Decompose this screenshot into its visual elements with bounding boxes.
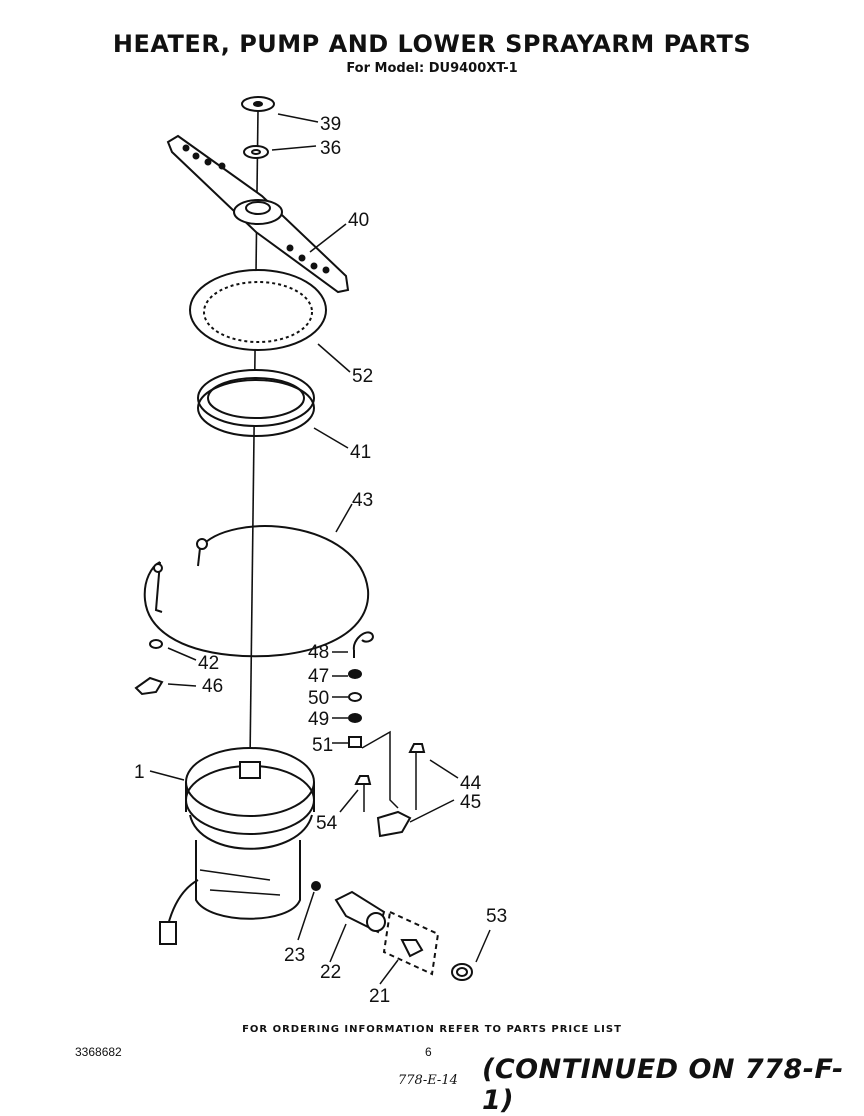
doc-number: 3368682 <box>75 1045 122 1059</box>
leader-lines <box>149 113 491 985</box>
callout-46: 46 <box>202 676 223 697</box>
handwritten-ref: 778-E-14 <box>398 1073 458 1088</box>
callout-40: 40 <box>348 210 369 231</box>
callout-42: 42 <box>198 653 219 674</box>
page-number: 6 <box>425 1045 432 1059</box>
callout-1: 1 <box>134 762 145 783</box>
part-43-wire[interactable] <box>143 525 370 658</box>
callout-54: 54 <box>316 813 338 834</box>
part-41-seal[interactable] <box>197 369 315 437</box>
part-49-washer[interactable] <box>348 713 362 723</box>
callout-50: 50 <box>308 688 329 709</box>
callout-49: 49 <box>308 709 329 730</box>
part-42-grommet[interactable] <box>149 639 163 649</box>
part-50-washer[interactable] <box>348 692 362 702</box>
callout-53: 53 <box>486 906 507 927</box>
page-title: HEATER, PUMP AND LOWER SPRAYARM PARTS <box>112 30 752 58</box>
callout-23: 23 <box>284 945 305 966</box>
part-47-washer[interactable] <box>348 669 362 679</box>
callout-43: 43 <box>352 490 373 511</box>
connector-line-51 <box>361 730 399 809</box>
part-39-cap[interactable] <box>241 96 275 112</box>
part-52-ring[interactable] <box>189 269 327 351</box>
callout-39: 39 <box>320 114 341 135</box>
part-40-sprayarm[interactable] <box>166 134 350 294</box>
model-subtitle: For Model: DU9400XT-1 <box>346 61 518 76</box>
callout-41: 41 <box>350 442 371 463</box>
part-22-heater-element[interactable] <box>334 890 386 934</box>
callout-52: 52 <box>352 366 373 387</box>
part-48-hook[interactable] <box>352 631 374 658</box>
ordering-note: FOR ORDERING INFORMATION REFER TO PARTS … <box>242 1024 622 1035</box>
part-46-clip[interactable] <box>134 676 164 696</box>
callout-51: 51 <box>312 735 333 756</box>
part-1-pump-assembly[interactable] <box>159 747 315 945</box>
part-45-bracket[interactable] <box>376 810 412 838</box>
callout-47: 47 <box>308 666 329 687</box>
part-54-screw[interactable] <box>354 775 372 812</box>
part-21-bracket[interactable] <box>382 910 440 976</box>
callout-21: 21 <box>369 986 390 1007</box>
callout-labels: 39 36 40 52 41 43 42 46 48 47 50 49 51 1… <box>134 114 507 1007</box>
callout-48: 48 <box>308 642 329 663</box>
continued-note: (CONTINUED ON 778-F-1) <box>482 1054 844 1116</box>
part-44-screw[interactable] <box>408 743 426 810</box>
callout-22: 22 <box>320 962 341 983</box>
part-36-washer[interactable] <box>243 145 269 159</box>
callout-45: 45 <box>460 792 481 813</box>
callout-44: 44 <box>460 773 482 794</box>
callout-36: 36 <box>320 138 341 159</box>
part-51-nut[interactable] <box>348 736 362 748</box>
part-53-clamp[interactable] <box>451 963 473 981</box>
part-23-oring[interactable] <box>311 881 321 891</box>
